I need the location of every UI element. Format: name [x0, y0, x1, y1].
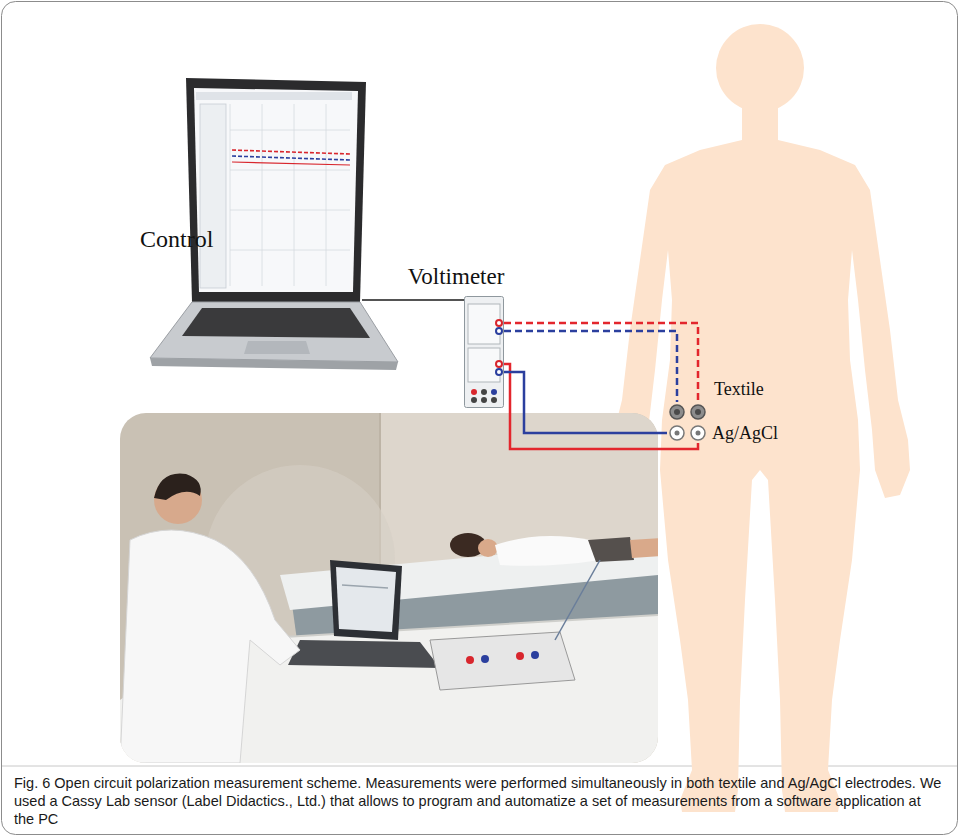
- label-holder: Control: [140, 226, 213, 253]
- electrode: [691, 405, 705, 419]
- device-socket: [471, 397, 477, 403]
- device-socket: [481, 389, 487, 395]
- control-photo: [120, 413, 658, 763]
- figure-caption: Fig. 6 Open circuit polarization measure…: [14, 774, 944, 828]
- dashed-wire: [504, 323, 698, 402]
- wire: [504, 372, 667, 433]
- electrode-center: [695, 409, 701, 415]
- electrode-drawing: [667, 402, 709, 422]
- device-socket: [481, 397, 487, 403]
- textile-electrodes: Textile: [667, 402, 709, 422]
- device-socket: [491, 389, 497, 395]
- wire: [504, 364, 698, 449]
- terminal: [496, 328, 502, 334]
- device-body: [465, 297, 504, 408]
- electrode-center: [696, 431, 701, 436]
- electrode-center: [675, 431, 680, 436]
- terminal: [496, 361, 502, 367]
- device-socket: [471, 389, 477, 395]
- electrode-label: Textile: [714, 379, 764, 400]
- laptop-illustration: [150, 78, 398, 370]
- voltmeter-device: Voltimeter: [464, 296, 504, 408]
- terminal: [496, 320, 502, 326]
- electrode: [691, 426, 705, 440]
- agagcl-electrodes: Ag/AgCl: [667, 423, 709, 443]
- device-socket: [491, 397, 497, 403]
- usb-cable: [362, 299, 464, 301]
- caption-holder: Fig. 6 Open circuit polarization measure…: [14, 774, 944, 828]
- panel-label: Control: [140, 226, 213, 253]
- electrode-label: Ag/AgCl: [712, 423, 778, 444]
- device-label: Voltimeter: [408, 264, 505, 290]
- electrode: [670, 405, 684, 419]
- electrode-center: [674, 409, 680, 415]
- electrode: [670, 426, 684, 440]
- device-drawing: [464, 296, 504, 408]
- electrode-drawing: [667, 423, 709, 443]
- dashed-wire: [504, 331, 677, 402]
- terminal: [496, 369, 502, 375]
